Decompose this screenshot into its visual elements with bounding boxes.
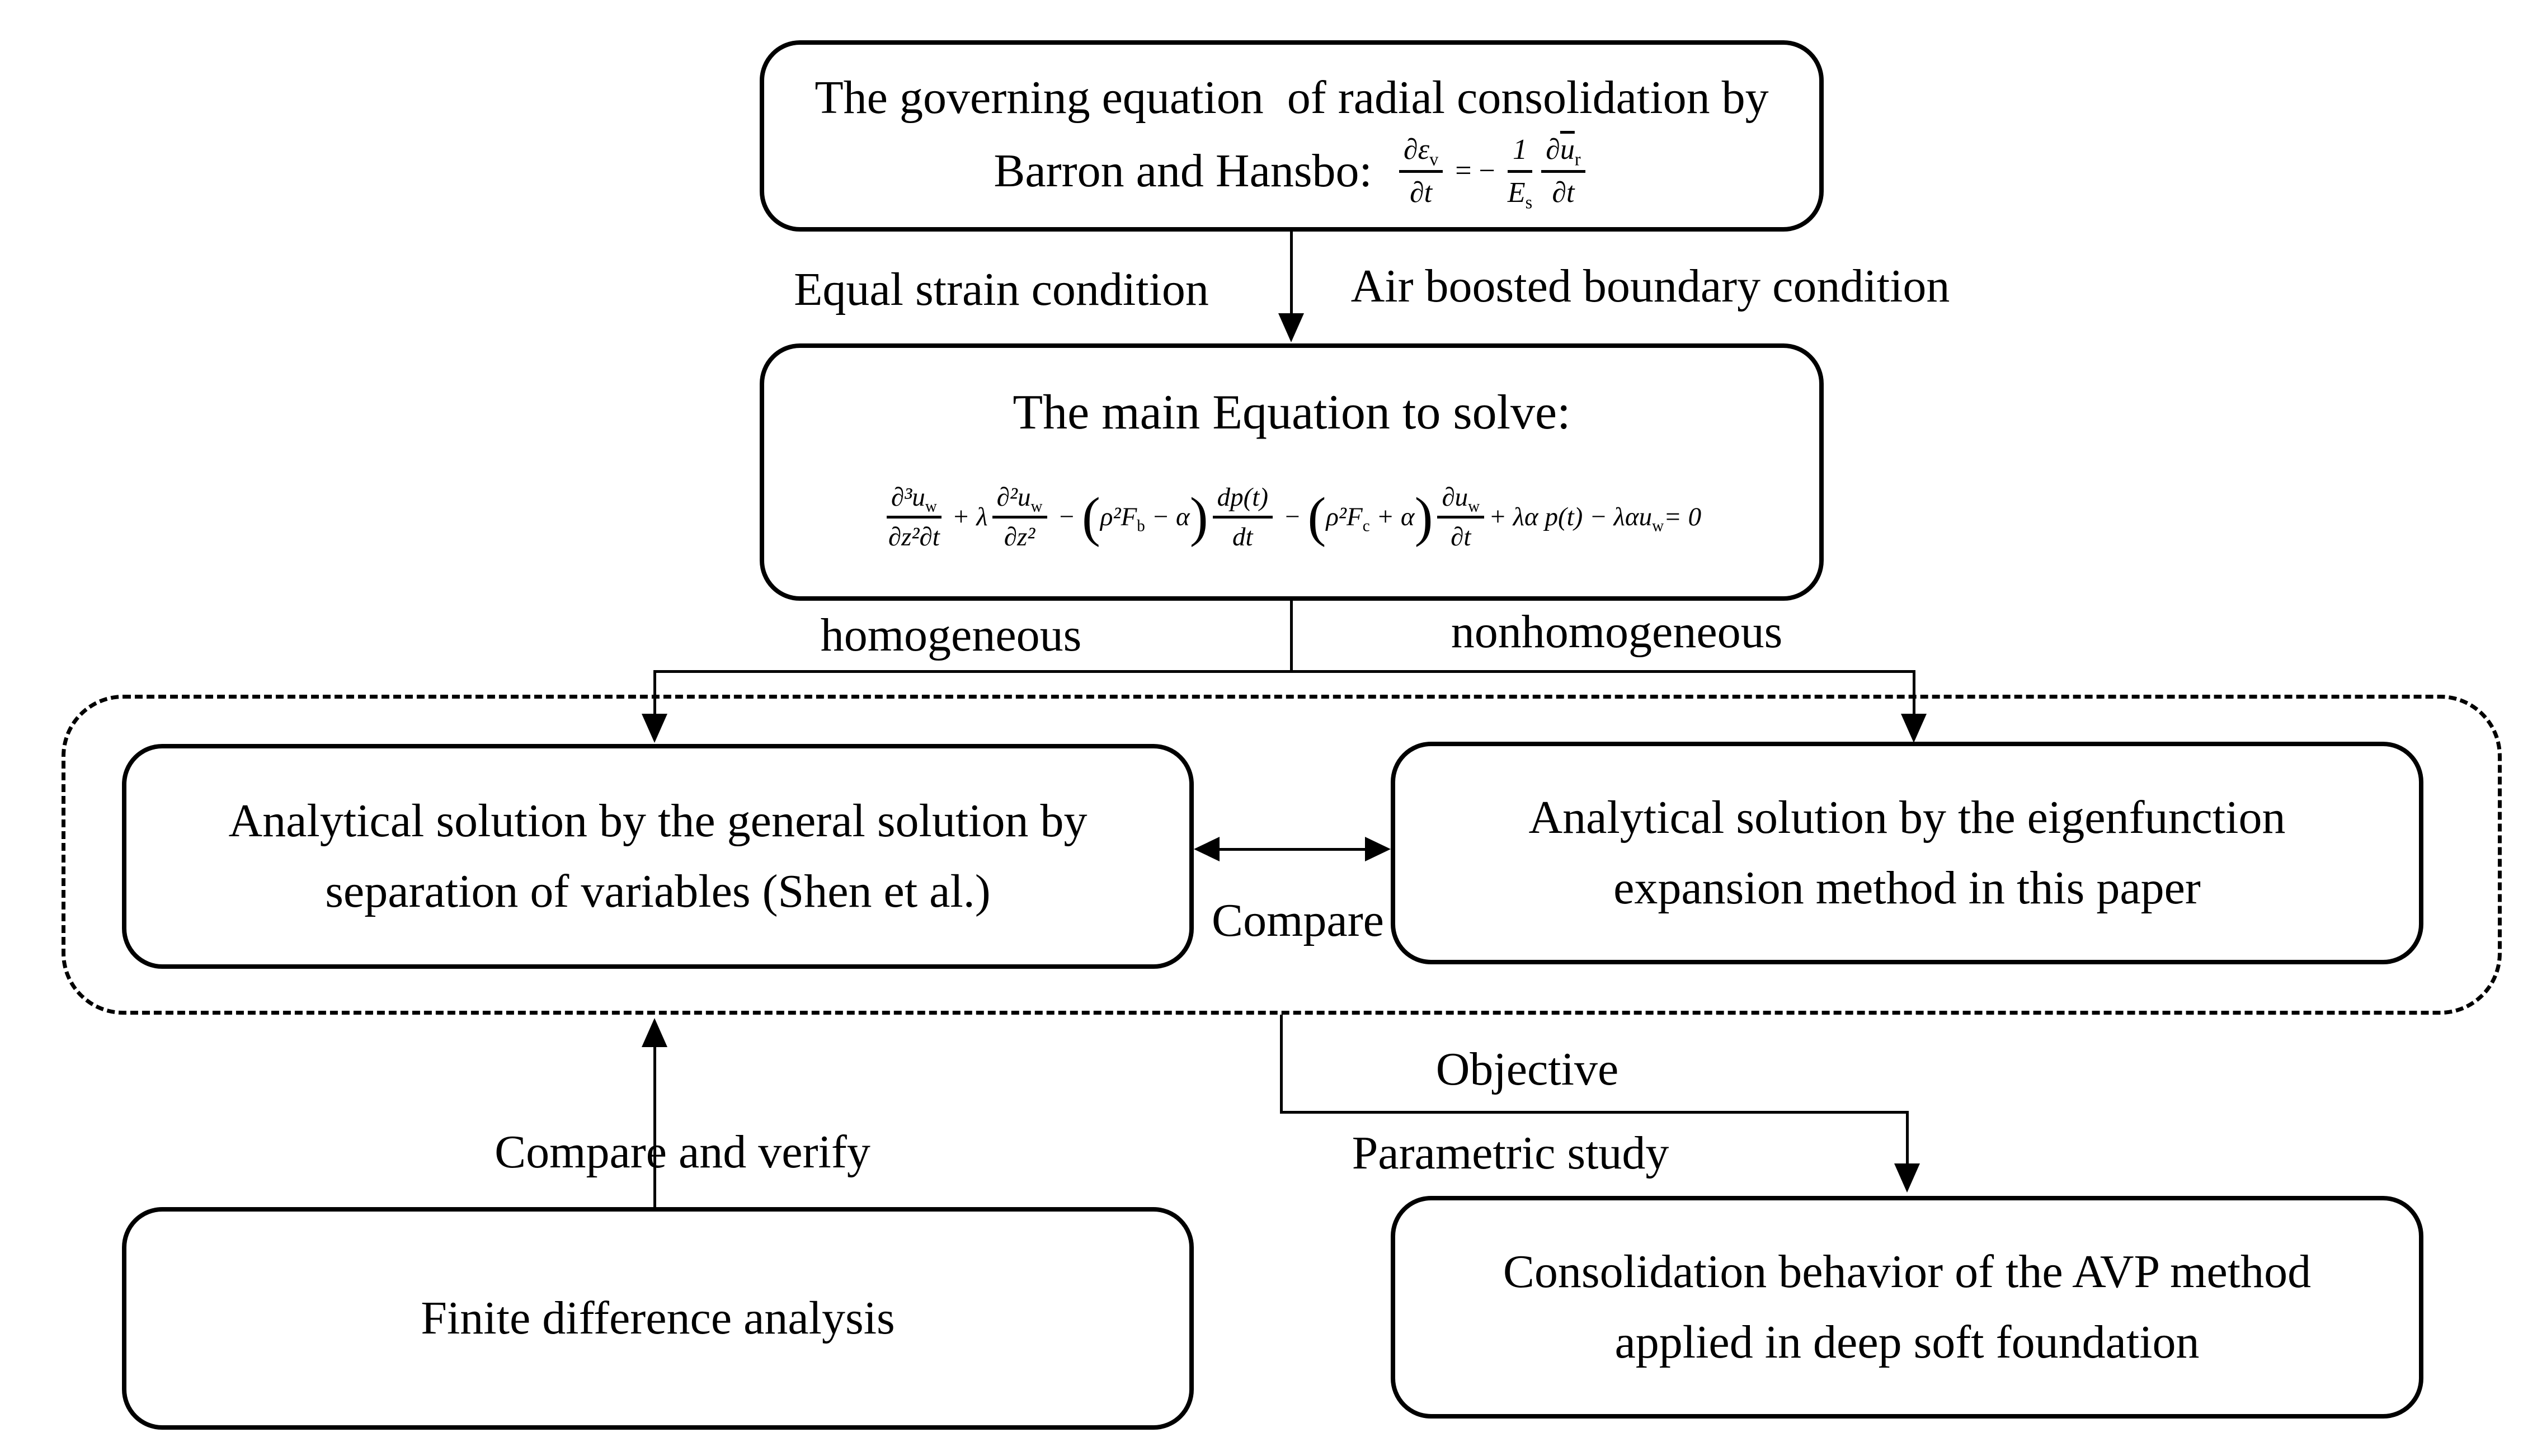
connector-main-stem	[1290, 601, 1293, 671]
left-solution-box: Analytical solution by the general solut…	[122, 744, 1194, 969]
connector-top-to-main	[1290, 232, 1293, 317]
compare-arrow-line	[1217, 848, 1367, 851]
governing-line2-text: Barron and Hansbo:	[994, 145, 1372, 197]
edge-label-air-boosted: Air boosted boundary condition	[1350, 260, 1950, 312]
group-rho2Fc: ( ρ²Fc + α )	[1307, 486, 1433, 548]
group-rho2Fb: ( ρ²Fb − α )	[1082, 486, 1208, 548]
governing-line2: Barron and Hansbo: ∂εv ∂t = − 1 Es ∂ur ∂…	[994, 133, 1590, 212]
frac-d2uw: ∂²uw ∂z²	[992, 482, 1047, 552]
connector-fdm-up	[653, 1044, 656, 1208]
arrowhead-down-left-solution	[642, 714, 667, 743]
finite-difference-label: Finite difference analysis	[421, 1292, 895, 1344]
arrowhead-down-main	[1278, 313, 1304, 342]
governing-equation-box: The governing equation of radial consoli…	[760, 40, 1824, 232]
frac-duw-dt: ∂uw ∂t	[1437, 482, 1485, 552]
edge-label-compare-verify: Compare and verify	[495, 1126, 870, 1178]
arrowhead-right-compare	[1365, 837, 1391, 861]
edge-label-homogeneous: homogeneous	[820, 609, 1082, 661]
avp-consolidation-box: Consolidation behavior of the AVP method…	[1391, 1196, 2423, 1419]
connector-branch-horizontal	[653, 670, 1915, 673]
left-solution-line2: separation of variables (Shen et al.)	[325, 865, 991, 917]
edge-label-parametric-study: Parametric study	[1352, 1127, 1669, 1179]
frac-1-Es: 1 Es	[1507, 133, 1533, 212]
dashed-comparison-container	[62, 695, 2502, 1015]
governing-equation: ∂εv ∂t = − 1 Es ∂ur ∂t	[1395, 133, 1590, 212]
frac-dur-dt: ∂ur ∂t	[1541, 133, 1585, 210]
avp-line2: applied in deep soft foundation	[1614, 1316, 2200, 1368]
edge-label-nonhomogeneous: nonhomogeneous	[1451, 606, 1783, 658]
connector-objective-stem	[1280, 1015, 1283, 1113]
avp-line1: Consolidation behavior of the AVP method	[1503, 1246, 2312, 1298]
governing-line1: The governing equation of radial consoli…	[815, 71, 1769, 124]
right-solution-line1: Analytical solution by the eigenfunction	[1528, 791, 2286, 844]
edge-label-objective: Objective	[1435, 1043, 1619, 1095]
connector-branch-right	[1913, 670, 1915, 717]
arrowhead-down-avp	[1894, 1163, 1920, 1193]
frac-deps-dt: ∂εv ∂t	[1399, 133, 1443, 210]
arrowhead-up-compare-verify	[642, 1018, 667, 1047]
left-solution-line1: Analytical solution by the general solut…	[228, 795, 1088, 847]
connector-objective-drop	[1906, 1111, 1909, 1167]
connector-branch-left	[653, 670, 656, 717]
connector-objective-horizontal	[1280, 1111, 1909, 1114]
edge-label-equal-strain: Equal strain condition	[794, 263, 1209, 315]
main-equation-title: The main Equation to solve:	[1013, 385, 1571, 440]
right-solution-line2: expansion method in this paper	[1613, 862, 2201, 914]
right-solution-box: Analytical solution by the eigenfunction…	[1391, 742, 2423, 964]
arrowhead-down-right-solution	[1901, 714, 1927, 743]
main-equation-box: The main Equation to solve: ∂³uw ∂z²∂t +…	[760, 343, 1824, 601]
arrowhead-left-compare	[1194, 837, 1220, 861]
finite-difference-box: Finite difference analysis	[122, 1207, 1194, 1430]
frac-dpt-dt: dp(t) dt	[1212, 482, 1273, 552]
frac-d3uw: ∂³uw ∂z²∂t	[886, 482, 942, 552]
edge-label-compare: Compare	[1212, 894, 1384, 946]
main-equation: ∂³uw ∂z²∂t + λ ∂²uw ∂z² − ( ρ²Fb − α ) d…	[882, 482, 1701, 552]
